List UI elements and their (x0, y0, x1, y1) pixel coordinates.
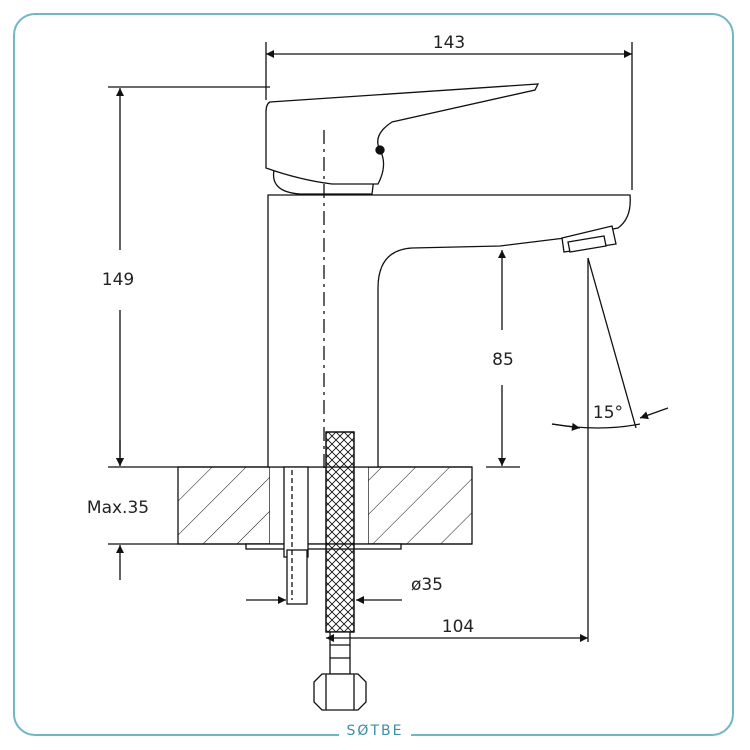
label-diameter: ø35 (411, 575, 443, 595)
dimension-spray-angle (551, 257, 669, 431)
dimension-spout-height (486, 250, 520, 468)
dimension-length (265, 42, 633, 190)
flexible-hose (313, 431, 367, 711)
handle-lever (265, 83, 540, 185)
brand-text: SØTBE (338, 723, 412, 739)
label-length: 143 (433, 33, 465, 53)
dimension-reach (326, 258, 589, 642)
brand-logo: SØTBE (0, 721, 750, 741)
label-reach: 104 (442, 617, 474, 637)
label-deck-thickness: Max.35 (87, 498, 149, 518)
label-spray-angle: 15° (593, 403, 623, 423)
faucet-body (265, 83, 631, 468)
dimension-deck-thickness (108, 440, 178, 580)
mounting-shank (245, 466, 402, 605)
label-height: 149 (102, 270, 134, 290)
label-spout-height: 85 (492, 350, 514, 370)
countertop-section (177, 466, 473, 545)
